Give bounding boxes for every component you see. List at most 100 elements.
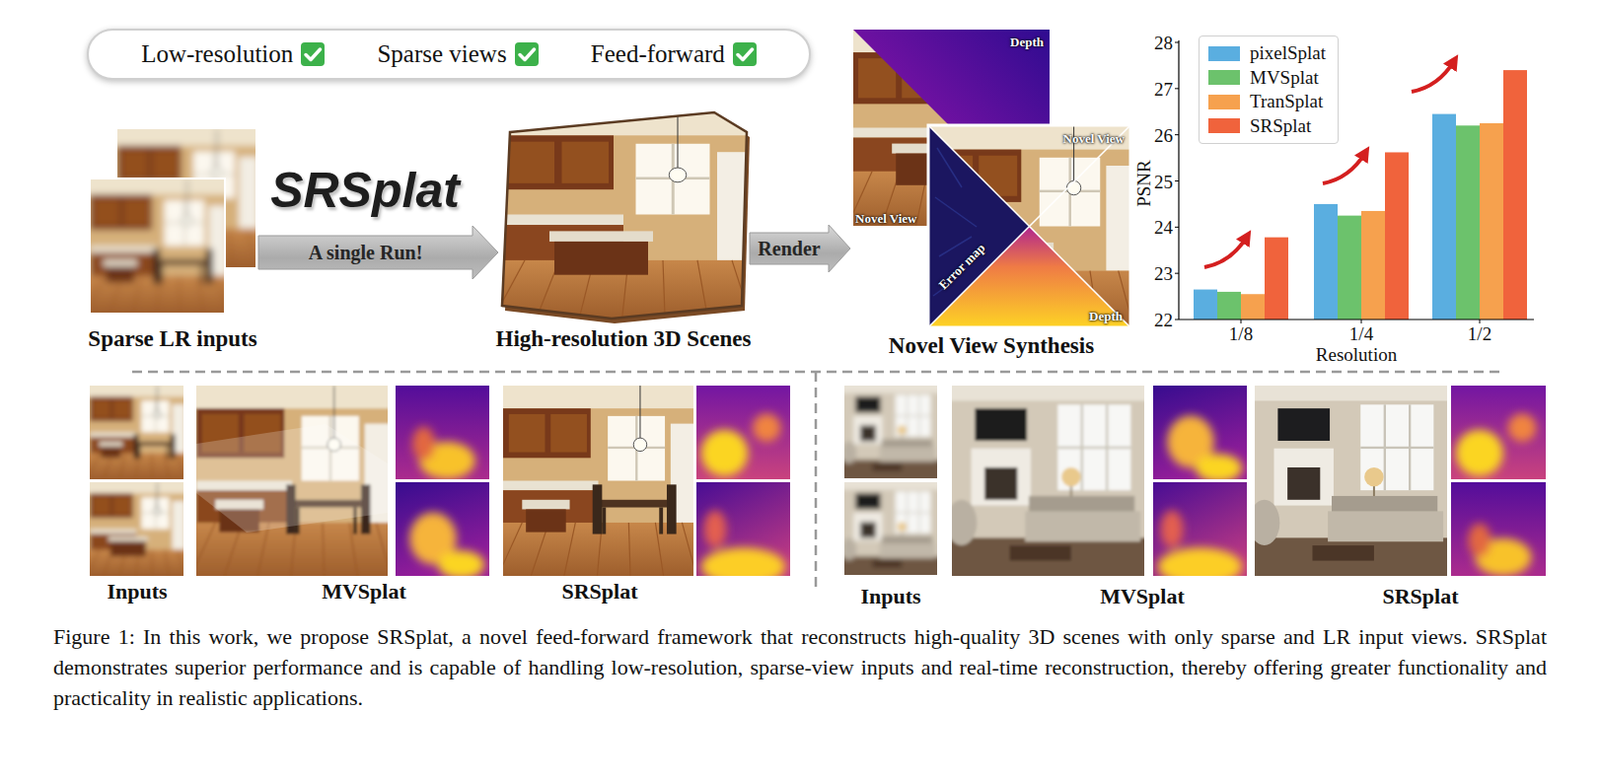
bar [1384,151,1409,320]
bar-chart [1174,40,1534,324]
tick-mark [1174,273,1179,275]
tick-label: 25 [1154,171,1173,191]
tick-label: 24 [1154,218,1173,237]
error-map-speckle-part [935,197,977,227]
rendered-view-image-content-part [1364,467,1384,487]
input-view-image [80,473,194,588]
input-view-image-content-part [150,549,153,581]
tick-mark [1174,226,1179,228]
input-view-image-content-part [89,433,138,438]
axis-title: PSNR [1134,159,1154,208]
rendered-view-image-content-part [1010,545,1072,561]
input-view-image-content [75,164,238,330]
column-label: MVSplat [321,581,407,603]
input-view-image-content-part [206,248,214,285]
rendered-view-image-content-part [322,522,325,586]
tick-label: 27 [1154,78,1173,98]
input-view-image-content-part [89,194,152,230]
input-view-image-content-part [153,508,161,515]
input-view-image-content-part [841,537,857,561]
reconstructed-scene-content-part [475,89,772,136]
rendered-view-image-content-part [971,448,1031,507]
input-view-image-content-part [110,541,146,557]
tick-label: 1/2 [1467,324,1492,344]
input-view-image-content-part [895,394,932,437]
reconstructed-scene-content-part [554,241,649,276]
tick-label: 22 [1154,310,1173,330]
feature-item: Sparse views [376,40,538,69]
input-view-image-content-part [216,129,218,168]
input-view-image-content-part [153,411,161,419]
legend-row: SRSplat [1208,114,1326,140]
input-view-image-content-part [103,115,270,146]
reconstructed-scene-content-part [562,142,610,184]
feature-text: Feed-forward [590,40,726,69]
depth-map-content-part [1441,473,1555,586]
input-view-image-content-part [835,556,947,584]
input-view-image-content-part [103,259,138,267]
rendered-view-image-content-part [666,484,677,534]
input-view-image-content-part [895,491,932,533]
rendered-view-image-content-part [658,508,663,535]
depth-blob-part [1161,510,1184,549]
image-tag: Novel View [855,212,917,225]
depth-map-content [1144,376,1257,490]
rendered-view-image-content-part [525,509,567,532]
tick-mark [1174,42,1179,44]
depth-map-content [1441,473,1555,586]
depth-map [386,473,500,586]
input-view-image-content-part [855,493,880,510]
input-view-image-content-part [152,248,160,285]
rendered-view-image-content-part [375,522,393,586]
legend-swatch [1208,70,1240,85]
reconstructed-scene-content-part [668,167,687,183]
input-view-image-content-part [134,434,140,459]
input-panel: Sparse LR inputs [89,129,256,314]
input-view-image-content-part [182,216,193,226]
tick-label: 28 [1154,33,1173,53]
rendered-view-image-content-part [1236,366,1467,596]
rendered-view-image-content [177,366,408,599]
input-view-image-content-part [853,512,882,541]
feature-item: Low-resolution [141,40,325,69]
check-mark [305,49,321,61]
rendered-view-image-content-part [503,481,599,492]
legend-swatch [1208,118,1240,134]
tick-mark [1361,319,1363,324]
depth-blob [701,414,782,478]
input-view-image-content-part [89,493,134,518]
depth-map [1441,376,1555,490]
novel-view-image [908,105,1152,353]
reconstructed-scene-content-part [636,144,711,216]
input-view-image-content-part [897,521,907,531]
feature-text: Low-resolution [141,40,293,69]
depth-blob [701,510,787,586]
input-view-image-content-part [872,463,902,472]
rendered-view-image-content-part [1274,448,1334,507]
rendered-view-image-content-part [1024,510,1141,542]
bar [1264,237,1289,320]
feature-item: Feed-forward [590,40,757,69]
input-view-image-content-part [151,149,179,178]
chart-legend: pixelSplatMVSplatTranSplatSRSplat [1198,35,1339,145]
check-mark [737,49,753,61]
novel-view-image-content [908,105,1152,353]
rendered-view-image-content [484,366,714,599]
input-view-image-content-part [105,266,135,283]
rendered-view-image-content-part [1360,446,1434,449]
rendered-view-image-content-part [945,500,977,546]
check-icon [300,42,325,67]
rendered-view-image-content-part [509,414,546,453]
rendered-view-image-content [933,366,1164,596]
depth-map-content-part [1144,473,1257,586]
depth-map [1441,473,1555,586]
legend-row: TranSplat [1208,89,1326,115]
input-view-image-content-part [92,496,111,515]
input-view-image-content-part [80,376,194,398]
depth-map [928,226,1131,329]
input-view-image-content-part [89,246,158,254]
figure-caption: Figure 1: In this work, we propose SRSpl… [53,621,1547,714]
input-view-image-content-part [247,228,261,275]
input-view-image-content-part [853,416,882,444]
depth-blob-part [1508,414,1537,443]
